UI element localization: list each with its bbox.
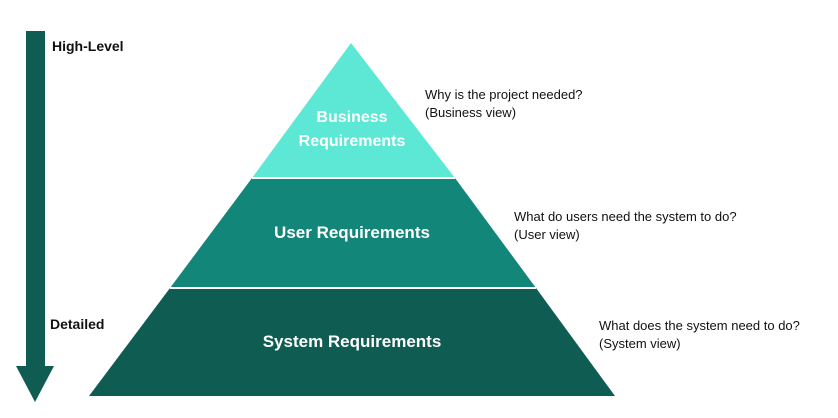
system-requirements-note: What does the system need to do? (System… (599, 317, 800, 353)
user-requirements-title: User Requirements (274, 223, 430, 242)
business-question: Why is the project needed? (425, 87, 583, 102)
system-view: (System view) (599, 336, 681, 351)
business-requirements-title-line1: Business (316, 109, 387, 126)
high-level-label: High-Level (52, 38, 124, 54)
user-requirements-tier (170, 178, 536, 288)
system-requirements-title: System Requirements (263, 332, 442, 351)
system-requirements-tier (89, 288, 615, 396)
user-question: What do users need the system to do? (514, 209, 737, 224)
business-requirements-tier (252, 43, 455, 178)
user-view: (User view) (514, 227, 580, 242)
level-arrow-head (16, 366, 54, 402)
level-arrow-shaft (26, 31, 45, 366)
business-requirements-title-line2: Requirements (299, 133, 406, 150)
system-question: What does the system need to do? (599, 318, 800, 333)
user-requirements-note: What do users need the system to do? (Us… (514, 208, 737, 244)
business-requirements-note: Why is the project needed? (Business vie… (425, 86, 583, 122)
detailed-label: Detailed (50, 316, 105, 332)
business-view: (Business view) (425, 105, 517, 120)
